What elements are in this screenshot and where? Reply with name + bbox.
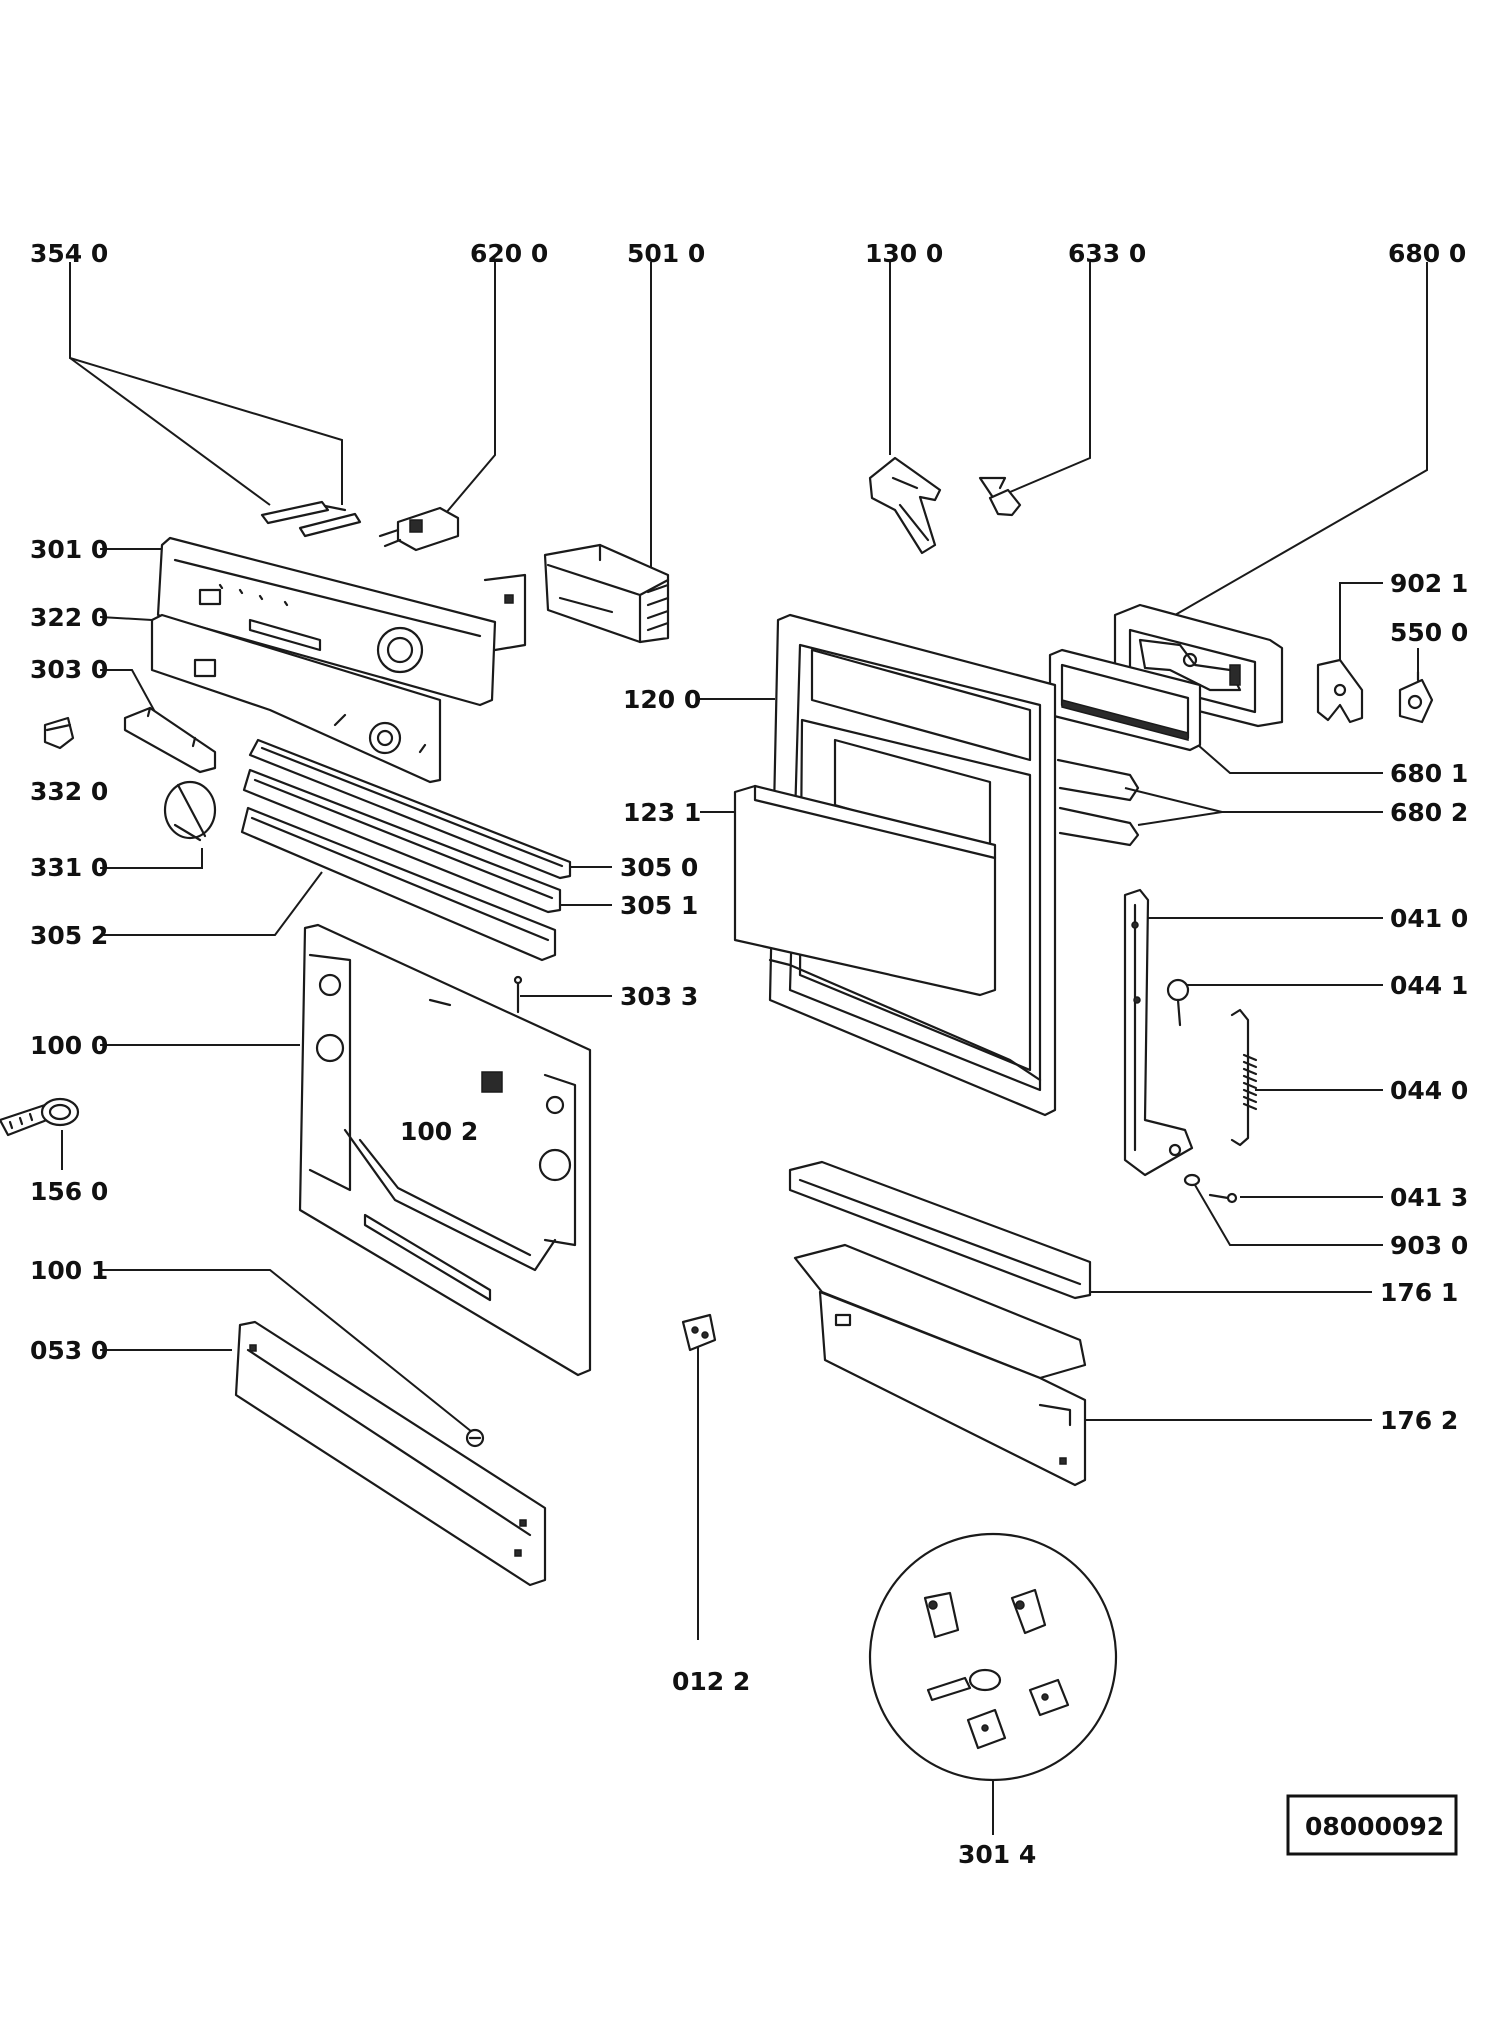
label-041-0: 041 0 (1390, 904, 1468, 933)
part-044-1-cam (1166, 978, 1190, 1027)
part-633-0-component (978, 476, 1022, 517)
part-903-0-washer (1183, 1173, 1201, 1187)
part-176-1-rail (788, 1160, 1092, 1300)
part-303-3-pin (513, 975, 523, 1014)
part-620-0-switch (378, 506, 460, 552)
leader-lines (61, 262, 1428, 1835)
label-680-2: 680 2 (1390, 798, 1468, 827)
label-501-0: 501 0 (627, 239, 705, 268)
label-123-1: 123 1 (623, 798, 701, 827)
part-331-0-knob (163, 780, 217, 842)
part-303-0-handle (123, 706, 217, 774)
label-305-2: 305 2 (30, 921, 108, 950)
part-130-0-lock (868, 456, 942, 555)
label-176-2: 176 2 (1380, 1406, 1458, 1435)
part-680-2-rails (1056, 758, 1140, 847)
label-130-0: 130 0 (865, 239, 943, 268)
label-331-0: 331 0 (30, 853, 108, 882)
part-305-1-strip (242, 768, 562, 914)
part-680-1-frame (1048, 648, 1202, 752)
label-332-0: 332 0 (30, 777, 108, 806)
label-322-0: 322 0 (30, 603, 108, 632)
label-303-3: 303 3 (620, 982, 698, 1011)
part-044-0-spring (1230, 1008, 1258, 1147)
label-301-0: 301 0 (30, 535, 108, 564)
part-176-2-plinth (793, 1243, 1087, 1487)
part-100-1-screw (465, 1428, 485, 1448)
part-156-0-clamp (0, 1097, 80, 1137)
label-100-2: 100 2 (400, 1117, 478, 1146)
part-305-2-strip (240, 806, 557, 962)
part-322-0-panel (150, 613, 442, 784)
label-156-0: 156 0 (30, 1177, 108, 1206)
label-633-0: 633 0 (1068, 239, 1146, 268)
label-680-0: 680 0 (1388, 239, 1466, 268)
part-123-1-inner-panel (733, 784, 997, 997)
part-041-3-screw (1208, 1192, 1238, 1204)
label-354-0: 354 0 (30, 239, 108, 268)
label-044-1: 044 1 (1390, 971, 1468, 1000)
label-041-3: 041 3 (1390, 1183, 1468, 1212)
reference-code-box: 08000092 (1286, 1794, 1458, 1856)
reference-code: 08000092 (1305, 1812, 1444, 1841)
part-301-0-control-panel (156, 536, 527, 707)
part-550-0-valve (1398, 670, 1434, 724)
label-120-0: 120 0 (623, 685, 701, 714)
part-100-0-outer-door (298, 923, 592, 1377)
label-053-0: 053 0 (30, 1336, 108, 1365)
part-012-2-hinge (681, 1313, 717, 1352)
label-902-1: 902 1 (1390, 569, 1468, 598)
label-620-0: 620 0 (470, 239, 548, 268)
label-044-0: 044 0 (1390, 1076, 1468, 1105)
label-301-4: 301 4 (958, 1840, 1036, 1869)
callout-labels: 354 0 620 0 501 0 130 0 633 0 680 0 301 … (30, 239, 1468, 1869)
part-332-0-knob (43, 716, 75, 750)
label-100-0: 100 0 (30, 1031, 108, 1060)
part-354-0-sensors (260, 500, 362, 538)
part-041-0-hinge-arm (1123, 888, 1194, 1177)
label-550-0: 550 0 (1390, 618, 1468, 647)
part-501-0-dispenser (543, 543, 670, 644)
part-301-4-kit (868, 1532, 1118, 1782)
part-902-1-bracket (1316, 658, 1364, 724)
label-012-2: 012 2 (672, 1667, 750, 1696)
label-303-0: 303 0 (30, 655, 108, 684)
label-680-1: 680 1 (1390, 759, 1468, 788)
label-176-1: 176 1 (1380, 1278, 1458, 1307)
part-305-0-strip (248, 738, 572, 880)
label-903-0: 903 0 (1390, 1231, 1468, 1260)
label-100-1: 100 1 (30, 1256, 108, 1285)
part-053-0-kickplate (234, 1320, 547, 1587)
label-305-1: 305 1 (620, 891, 698, 920)
label-305-0: 305 0 (620, 853, 698, 882)
